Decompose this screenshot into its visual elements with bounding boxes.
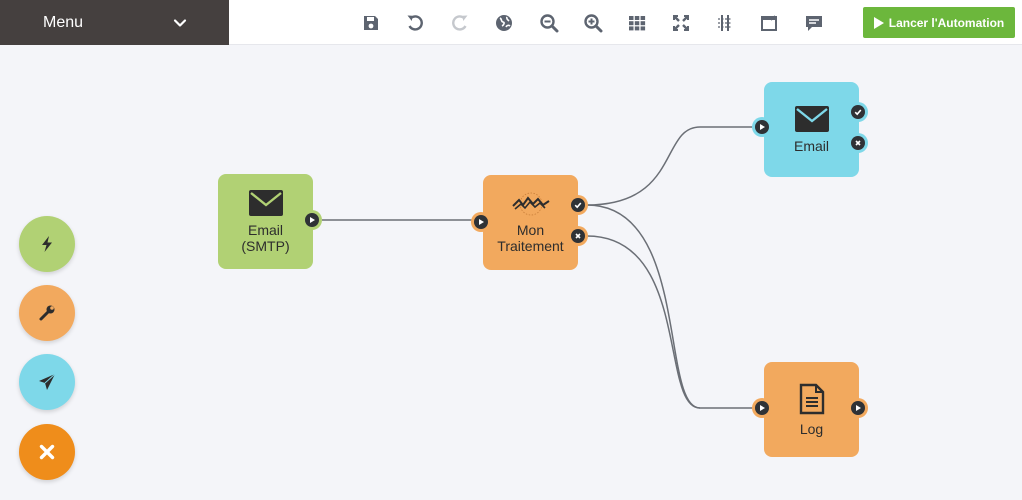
- error-port[interactable]: [848, 133, 868, 153]
- redo-button[interactable]: [448, 11, 472, 35]
- paper-plane-button[interactable]: [19, 354, 75, 410]
- redo-icon: [452, 15, 468, 31]
- input-port[interactable]: [471, 212, 491, 232]
- undo-icon: [407, 15, 423, 31]
- check-icon: [574, 202, 582, 209]
- close-icon: [855, 140, 861, 146]
- document-icon: [799, 383, 824, 414]
- node-label-line1: Email: [247, 221, 283, 238]
- lightning-icon: [42, 236, 52, 252]
- node-label-line2: (SMTP): [241, 237, 290, 254]
- grid-button[interactable]: [625, 11, 649, 35]
- connection-traitement-success-to-log: [586, 204, 754, 409]
- node-label-line2: Traitement: [497, 237, 564, 254]
- globe-icon: [496, 15, 512, 31]
- check-icon: [854, 109, 862, 116]
- wrench-button[interactable]: [19, 285, 75, 341]
- wrench-icon: [39, 305, 55, 321]
- close-icon: [39, 444, 55, 460]
- play-icon: [310, 217, 315, 223]
- error-port[interactable]: [568, 226, 588, 246]
- connection-traitement-error-to-log: [586, 235, 701, 409]
- input-port[interactable]: [752, 117, 772, 137]
- zoom-out-button[interactable]: [537, 11, 561, 35]
- zoom-in-icon: [584, 14, 603, 33]
- menu-label: Menu: [43, 13, 84, 31]
- node-label: Log: [799, 420, 824, 437]
- node-label-line1: Mon: [516, 221, 545, 238]
- success-port[interactable]: [568, 195, 588, 215]
- success-port[interactable]: [848, 102, 868, 122]
- undo-button[interactable]: [403, 11, 427, 35]
- play-icon: [479, 219, 484, 225]
- node-mon-traitement[interactable]: Mon Traitement: [483, 175, 578, 270]
- save-icon: [364, 16, 378, 30]
- input-port[interactable]: [752, 398, 772, 418]
- snap-grid-button[interactable]: [713, 11, 737, 35]
- node-email-smtp[interactable]: Email (SMTP): [218, 174, 313, 269]
- play-icon: [856, 405, 861, 411]
- fit-screen-button[interactable]: [669, 11, 693, 35]
- close-button[interactable]: [19, 424, 75, 480]
- envelope-icon: [794, 105, 829, 132]
- wave-logo-icon: [511, 192, 550, 215]
- save-button[interactable]: [359, 11, 383, 35]
- chevron-down-icon: [173, 18, 187, 27]
- node-label: Email: [793, 137, 829, 154]
- output-port[interactable]: [848, 398, 868, 418]
- grid-icon: [629, 16, 646, 31]
- window-button[interactable]: [757, 11, 781, 35]
- envelope-icon: [248, 189, 283, 216]
- node-email[interactable]: Email: [764, 82, 859, 177]
- zoom-out-icon: [540, 14, 559, 33]
- node-log[interactable]: Log: [764, 362, 859, 457]
- play-icon: [760, 124, 765, 130]
- play-icon: [760, 405, 765, 411]
- close-icon: [575, 233, 581, 239]
- lightning-button[interactable]: [19, 216, 75, 272]
- paper-plane-icon: [39, 373, 56, 390]
- zoom-in-button[interactable]: [581, 11, 605, 35]
- fit-screen-icon: [673, 15, 689, 31]
- snap-grid-icon: [718, 15, 732, 31]
- connection-traitement-success-to-email: [586, 126, 754, 206]
- globe-button[interactable]: [492, 11, 516, 35]
- window-icon: [761, 15, 777, 31]
- comment-button[interactable]: [802, 11, 826, 35]
- comment-icon: [806, 16, 822, 31]
- menu-dropdown[interactable]: Menu: [0, 0, 229, 45]
- output-port[interactable]: [302, 210, 322, 230]
